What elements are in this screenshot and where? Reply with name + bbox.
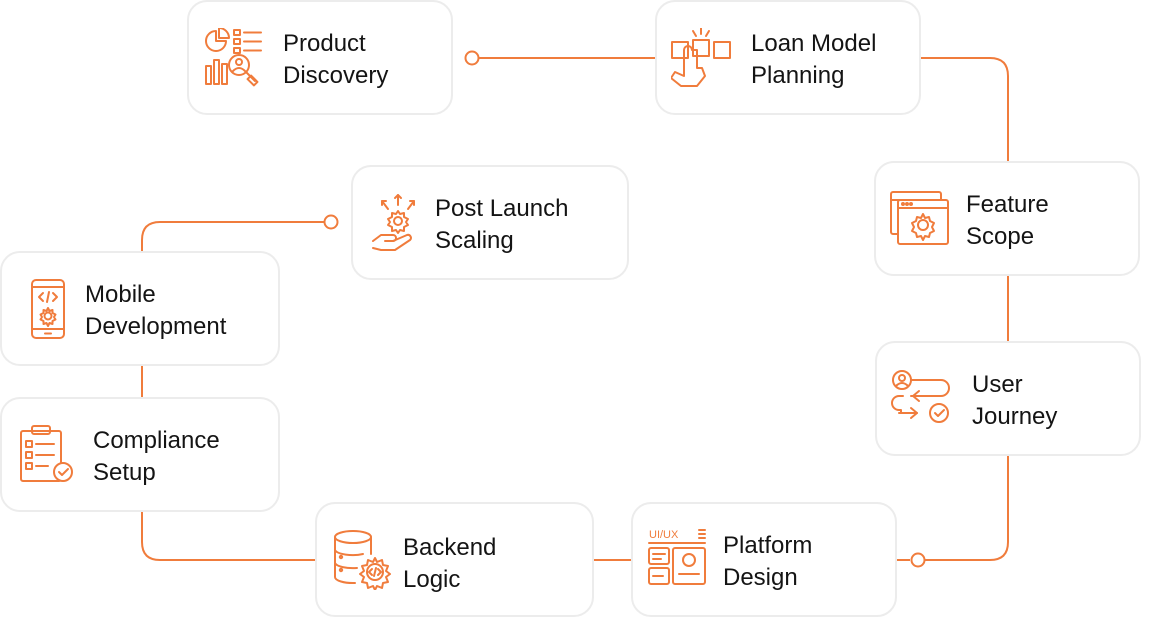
connector-end-dot	[910, 552, 926, 568]
step-label: Compliance Setup	[93, 427, 220, 486]
step-label: Backend Logic	[403, 534, 497, 593]
connector-post-launch-dot	[323, 214, 339, 230]
window-gear-icon	[890, 189, 950, 249]
hand-pointer-blocks-icon	[671, 28, 731, 88]
step-card-platform-design: UI/UX Platform Design	[631, 502, 897, 617]
connector-mobile-to-post-launch	[141, 221, 324, 252]
connector-start-dot	[464, 50, 480, 66]
step-label: Product Discovery	[283, 30, 389, 89]
step-label: Loan Model Planning	[751, 30, 877, 89]
connector-user-journey-to-end	[924, 454, 1009, 561]
connector-backend-to-compliance	[141, 510, 316, 561]
step-card-user-journey: User Journey	[875, 341, 1141, 456]
step-label: Post Launch Scaling	[435, 195, 569, 254]
analytics-search-icon	[203, 28, 263, 88]
step-label: Mobile Development	[85, 281, 227, 340]
hand-gear-growth-icon	[371, 193, 431, 253]
step-label: Feature Scope	[966, 191, 1049, 250]
step-card-product-discovery: Product Discovery	[187, 0, 453, 115]
connector-loan-model-to-feature-scope	[920, 57, 1009, 162]
step-card-loan-model-planning: Loan Model Planning	[655, 0, 921, 115]
step-card-post-launch-scaling: Post Launch Scaling	[351, 165, 629, 280]
ui-ux-layout-icon: UI/UX	[647, 528, 707, 588]
step-card-feature-scope: Feature Scope	[874, 161, 1140, 276]
step-card-backend-logic: Backend Logic	[315, 502, 594, 617]
user-flow-icon	[891, 369, 951, 429]
checklist-icon	[20, 425, 80, 485]
step-card-mobile-development: Mobile Development	[0, 251, 280, 366]
database-code-icon	[333, 530, 393, 590]
step-label: User Journey	[972, 371, 1058, 430]
mobile-gear-icon	[18, 279, 78, 339]
ui-ux-text: UI/UX	[649, 529, 679, 541]
step-card-compliance-setup: Compliance Setup	[0, 397, 280, 512]
step-label: Platform Design	[723, 532, 813, 591]
